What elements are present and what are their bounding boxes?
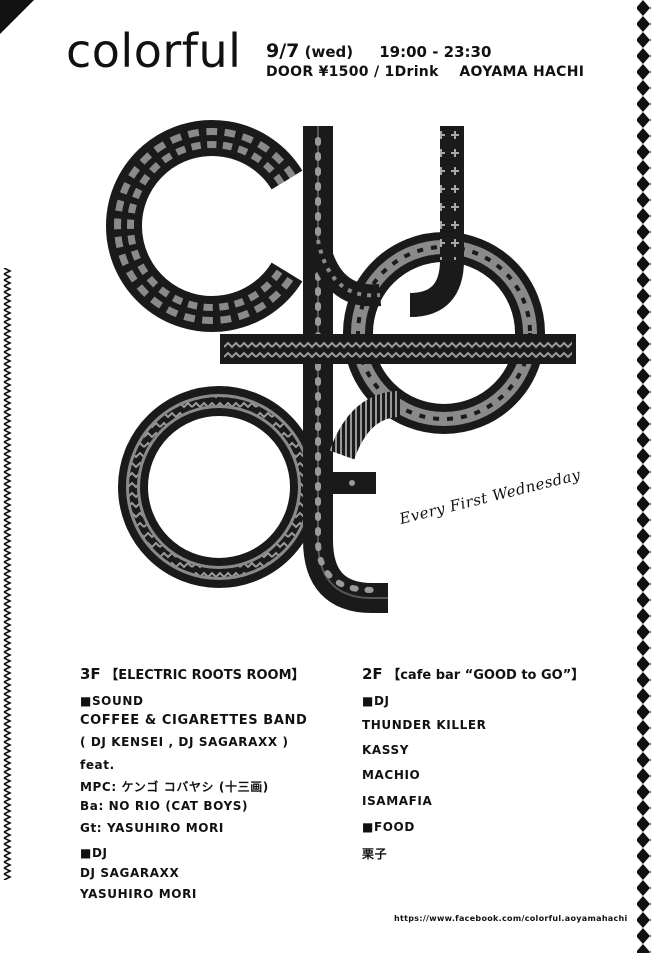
floor2-dj-item: KASSY bbox=[362, 743, 410, 757]
floor3-guitar: Gt: YASUHIRO MORI bbox=[80, 821, 224, 835]
venue-name: AOYAMA HACHI bbox=[459, 64, 585, 80]
left-zigzag-border bbox=[2, 268, 12, 880]
event-date-line: 9/7 (wed) 19:00 - 23:30 bbox=[266, 40, 491, 62]
floor2-heading: 2F 【cafe bar “GOOD to GO”】 bbox=[362, 664, 584, 683]
floor3-mpc: MPC: ケンゴ コバヤシ (十三画) bbox=[80, 780, 269, 794]
floor3-heading: 3F 【ELECTRIC ROOTS ROOM】 bbox=[80, 664, 305, 683]
floor3-dj-item: DJ SAGARAXX bbox=[80, 866, 180, 880]
event-title: colorful bbox=[66, 24, 242, 78]
floor2-room: 【cafe bar “GOOD to GO”】 bbox=[387, 668, 585, 683]
event-date: 9/7 bbox=[266, 40, 300, 62]
floor3-sound-heading: ■SOUND bbox=[80, 694, 144, 708]
floor3-feat: feat. bbox=[80, 758, 115, 772]
event-door-line: DOOR ¥1500 / 1Drink AOYAMA HACHI bbox=[266, 64, 584, 80]
floor3-room: 【ELECTRIC ROOTS ROOM】 bbox=[105, 668, 305, 683]
floor2-dj-heading: ■DJ bbox=[362, 694, 390, 708]
floor3-dj-item: YASUHIRO MORI bbox=[80, 887, 197, 901]
colorful-logo-graphic bbox=[106, 120, 576, 613]
floor2-food-item: 栗子 bbox=[362, 847, 388, 861]
event-weekday: (wed) bbox=[304, 43, 354, 61]
event-time: 19:00 - 23:30 bbox=[379, 43, 492, 61]
floor2-dj-item: THUNDER KILLER bbox=[362, 718, 487, 732]
facebook-url[interactable]: https://www.facebook.com/colorful.aoyama… bbox=[394, 914, 628, 923]
floor3-band-members: ( DJ KENSEI , DJ SAGARAXX ) bbox=[80, 735, 289, 749]
floor3-band: COFFEE & CIGARETTES BAND bbox=[80, 713, 308, 728]
floor2-dj-item: MACHIO bbox=[362, 768, 421, 782]
door-price: DOOR ¥1500 / 1Drink bbox=[266, 64, 439, 80]
floor3-label: 3F bbox=[80, 665, 101, 683]
corner-triangle bbox=[0, 0, 34, 34]
floor3-dj-heading: ■DJ bbox=[80, 846, 108, 860]
floor3-bass: Ba: NO RIO (CAT BOYS) bbox=[80, 799, 249, 813]
right-diamond-border bbox=[637, 0, 651, 953]
floor2-dj-item: ISAMAFIA bbox=[362, 794, 433, 808]
floor2-food-heading: ■FOOD bbox=[362, 820, 415, 834]
floor2-label: 2F bbox=[362, 665, 383, 683]
